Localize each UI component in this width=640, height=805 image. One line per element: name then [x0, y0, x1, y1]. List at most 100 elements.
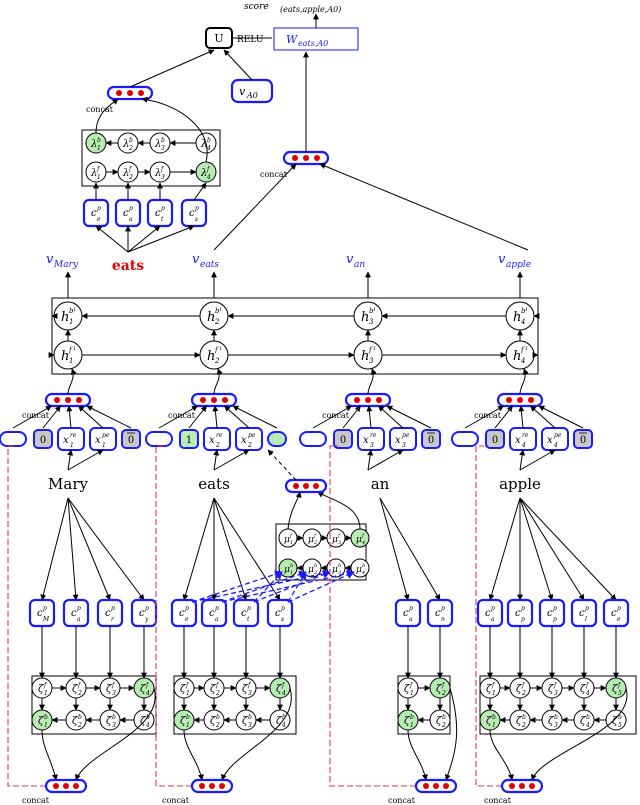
- svg-text:ζ: ζ: [106, 716, 112, 727]
- vapple-to-concat-arrow: [319, 163, 529, 251]
- svg-text:b: b: [207, 137, 211, 144]
- zeta-to-concat: [41, 729, 58, 781]
- zeta-to-concat: [221, 687, 292, 781]
- svg-text:e: e: [97, 216, 101, 223]
- svg-text:f: f: [281, 682, 286, 689]
- svg-text:3: 3: [370, 442, 374, 449]
- svg-text:1: 1: [97, 174, 101, 181]
- svg-text:λ: λ: [122, 168, 129, 179]
- svg-text:ζ: ζ: [72, 716, 78, 727]
- svg-text:h: h: [361, 310, 369, 325]
- svg-text:p: p: [521, 605, 525, 612]
- svg-text:μ: μ: [356, 565, 362, 575]
- word-an: an: [371, 475, 390, 493]
- input-to-concat: [86, 405, 132, 429]
- input-to-concat: [518, 405, 525, 429]
- concat-to-h: [519, 368, 529, 395]
- word-to-char-arrow: [519, 497, 585, 601]
- svg-text:c: c: [515, 608, 521, 619]
- svg-text:3: 3: [338, 540, 341, 546]
- svg-text:c: c: [485, 608, 491, 619]
- svg-text:ζ: ζ: [180, 716, 186, 727]
- svg-text:concat: concat: [484, 796, 512, 805]
- svg-text:p: p: [617, 605, 621, 612]
- svg-text:h: h: [513, 310, 521, 325]
- input-to-concat: [232, 405, 278, 429]
- word-to-char: [127, 225, 195, 253]
- svg-text:(eats,apple,A0): (eats,apple,A0): [280, 5, 341, 14]
- svg-text:4: 4: [520, 318, 525, 326]
- svg-text:l: l: [585, 616, 587, 623]
- svg-text:λ: λ: [90, 168, 97, 179]
- svg-text:W: W: [286, 33, 299, 46]
- input-to-concat: [212, 405, 219, 429]
- svg-text:2: 2: [77, 690, 82, 697]
- svg-text:ζ: ζ: [210, 716, 216, 727]
- mu-to-concat: [287, 491, 302, 530]
- svg-text:n: n: [441, 616, 445, 623]
- svg-text:μ: μ: [308, 535, 314, 545]
- svg-text:λ: λ: [90, 139, 97, 150]
- word-to-xre: [519, 449, 526, 471]
- svg-text:pe: pe: [102, 432, 110, 439]
- word-to-xre: [67, 449, 74, 471]
- svg-text:a: a: [215, 616, 219, 623]
- svg-text:1: 1: [186, 435, 192, 446]
- svg-text:f: f: [96, 166, 101, 173]
- svg-text:3: 3: [369, 318, 374, 326]
- veats-to-concat-arrow: [213, 163, 297, 251]
- svg-text:2: 2: [214, 318, 220, 326]
- word-to-char-arrow: [488, 497, 521, 601]
- svg-text:h: h: [361, 349, 369, 364]
- svg-text:ζ: ζ: [516, 684, 522, 695]
- word-apple: apple: [499, 475, 541, 493]
- mu-concat: [284, 478, 328, 494]
- svg-text:x: x: [547, 435, 553, 446]
- svg-text:2: 2: [313, 540, 317, 546]
- char-feedback-edge: [7, 445, 46, 787]
- char-embedding-slot: [451, 431, 479, 447]
- svg-text:ζ: ζ: [580, 684, 586, 695]
- svg-text:f: f: [553, 682, 558, 689]
- input-to-concat: [224, 405, 250, 429]
- svg-text:f: f: [215, 682, 220, 689]
- svg-text:b: b: [97, 137, 101, 144]
- svg-text:v: v: [46, 252, 54, 267]
- lambda-to-concat: [141, 96, 208, 163]
- svg-text:f: f: [68, 346, 73, 354]
- svg-text:pe: pe: [402, 432, 410, 439]
- svg-text:f: f: [409, 682, 414, 689]
- svg-text:1: 1: [69, 318, 73, 326]
- svg-text:2: 2: [128, 145, 133, 152]
- svg-text:f: f: [441, 682, 446, 689]
- svg-text:ζ: ζ: [242, 684, 248, 695]
- predicate-marker-box: 0: [121, 429, 141, 449]
- attention-edge: [191, 569, 331, 603]
- svg-text:apple: apple: [506, 260, 531, 270]
- svg-text:p: p: [281, 605, 285, 612]
- svg-text:b: b: [161, 137, 165, 144]
- svg-text:c: c: [179, 608, 185, 619]
- svg-text:c: c: [209, 608, 215, 619]
- input-to-concat: [42, 405, 61, 429]
- svg-text:ζ: ζ: [404, 716, 410, 727]
- svg-text:ζ: ζ: [180, 684, 186, 695]
